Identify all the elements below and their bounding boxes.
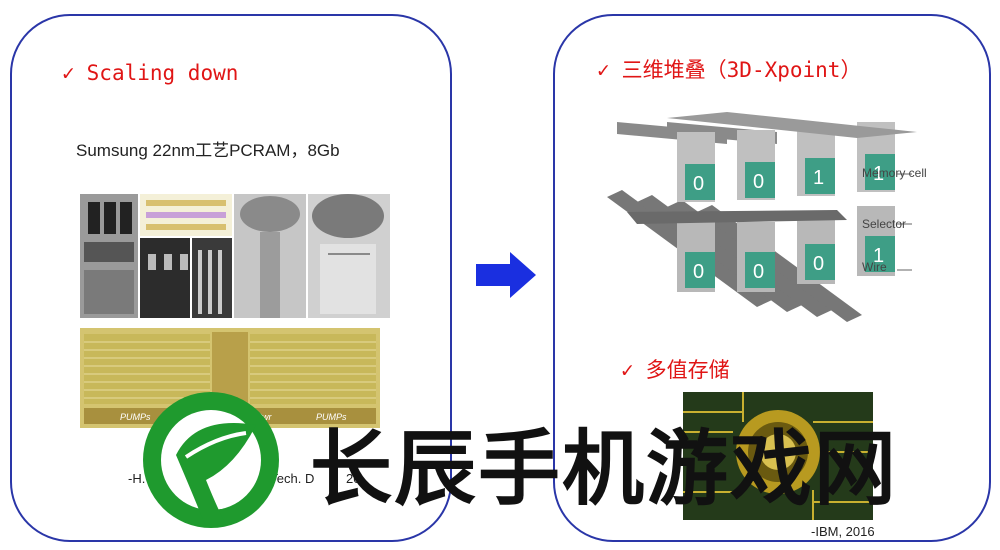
green-leaf-logo-icon bbox=[143, 392, 279, 528]
chip-label-pumps-right: PUMPs bbox=[316, 412, 347, 422]
left-credit-end: 20 bbox=[346, 471, 361, 486]
check-mark-icon: ✓ bbox=[597, 58, 610, 82]
left-heading: ✓ Scaling down bbox=[62, 61, 238, 85]
bottom-bit-4: 1 bbox=[873, 245, 884, 267]
check-mark-icon: ✓ bbox=[62, 61, 75, 85]
label-wire: Wire bbox=[862, 260, 887, 274]
3d-xpoint-diagram: 0 0 1 1 0 0 0 1 bbox=[607, 112, 917, 322]
bottom-bit-1: 0 bbox=[693, 261, 704, 283]
ibm-chip-image bbox=[683, 392, 873, 520]
tem-micrographs-image bbox=[80, 194, 390, 318]
3d-xpoint-title: 三维堆叠（3D-Xpoint） bbox=[621, 58, 862, 82]
label-memory-cell: Memory cell bbox=[862, 166, 927, 180]
watermark-text: 长辰手机游戏网 bbox=[310, 422, 899, 517]
right-panel: ✓ 三维堆叠（3D-Xpoint） bbox=[553, 14, 991, 542]
scaling-down-title: Scaling down bbox=[86, 61, 239, 85]
label-selector: Selector bbox=[862, 217, 907, 231]
bottom-bit-3: 0 bbox=[813, 253, 824, 275]
chip-label-pumps-left: PUMPs bbox=[120, 412, 151, 422]
check-mark-icon: ✓ bbox=[621, 358, 634, 382]
multi-level-heading: ✓ 多值存储 bbox=[621, 354, 730, 384]
top-bit-4: 1 bbox=[873, 163, 884, 185]
left-panel: ✓ Scaling down Sumsung 22nm工艺PCRAM，8Gb bbox=[10, 14, 452, 542]
samsung-caption: Sumsung 22nm工艺PCRAM，8Gb bbox=[76, 141, 340, 160]
top-bit-1: 0 bbox=[693, 173, 704, 195]
right-heading: ✓ 三维堆叠（3D-Xpoint） bbox=[597, 54, 861, 84]
top-bit-2: 0 bbox=[753, 171, 764, 193]
top-bit-3: 1 bbox=[813, 167, 824, 189]
bottom-bit-2: 0 bbox=[753, 261, 764, 283]
multi-level-title: 多值存储 bbox=[645, 358, 730, 382]
chip-label-pwr: Pwr bbox=[256, 412, 273, 422]
ibm-credit: -IBM, 2016 bbox=[811, 524, 875, 539]
right-arrow-icon bbox=[476, 252, 536, 298]
